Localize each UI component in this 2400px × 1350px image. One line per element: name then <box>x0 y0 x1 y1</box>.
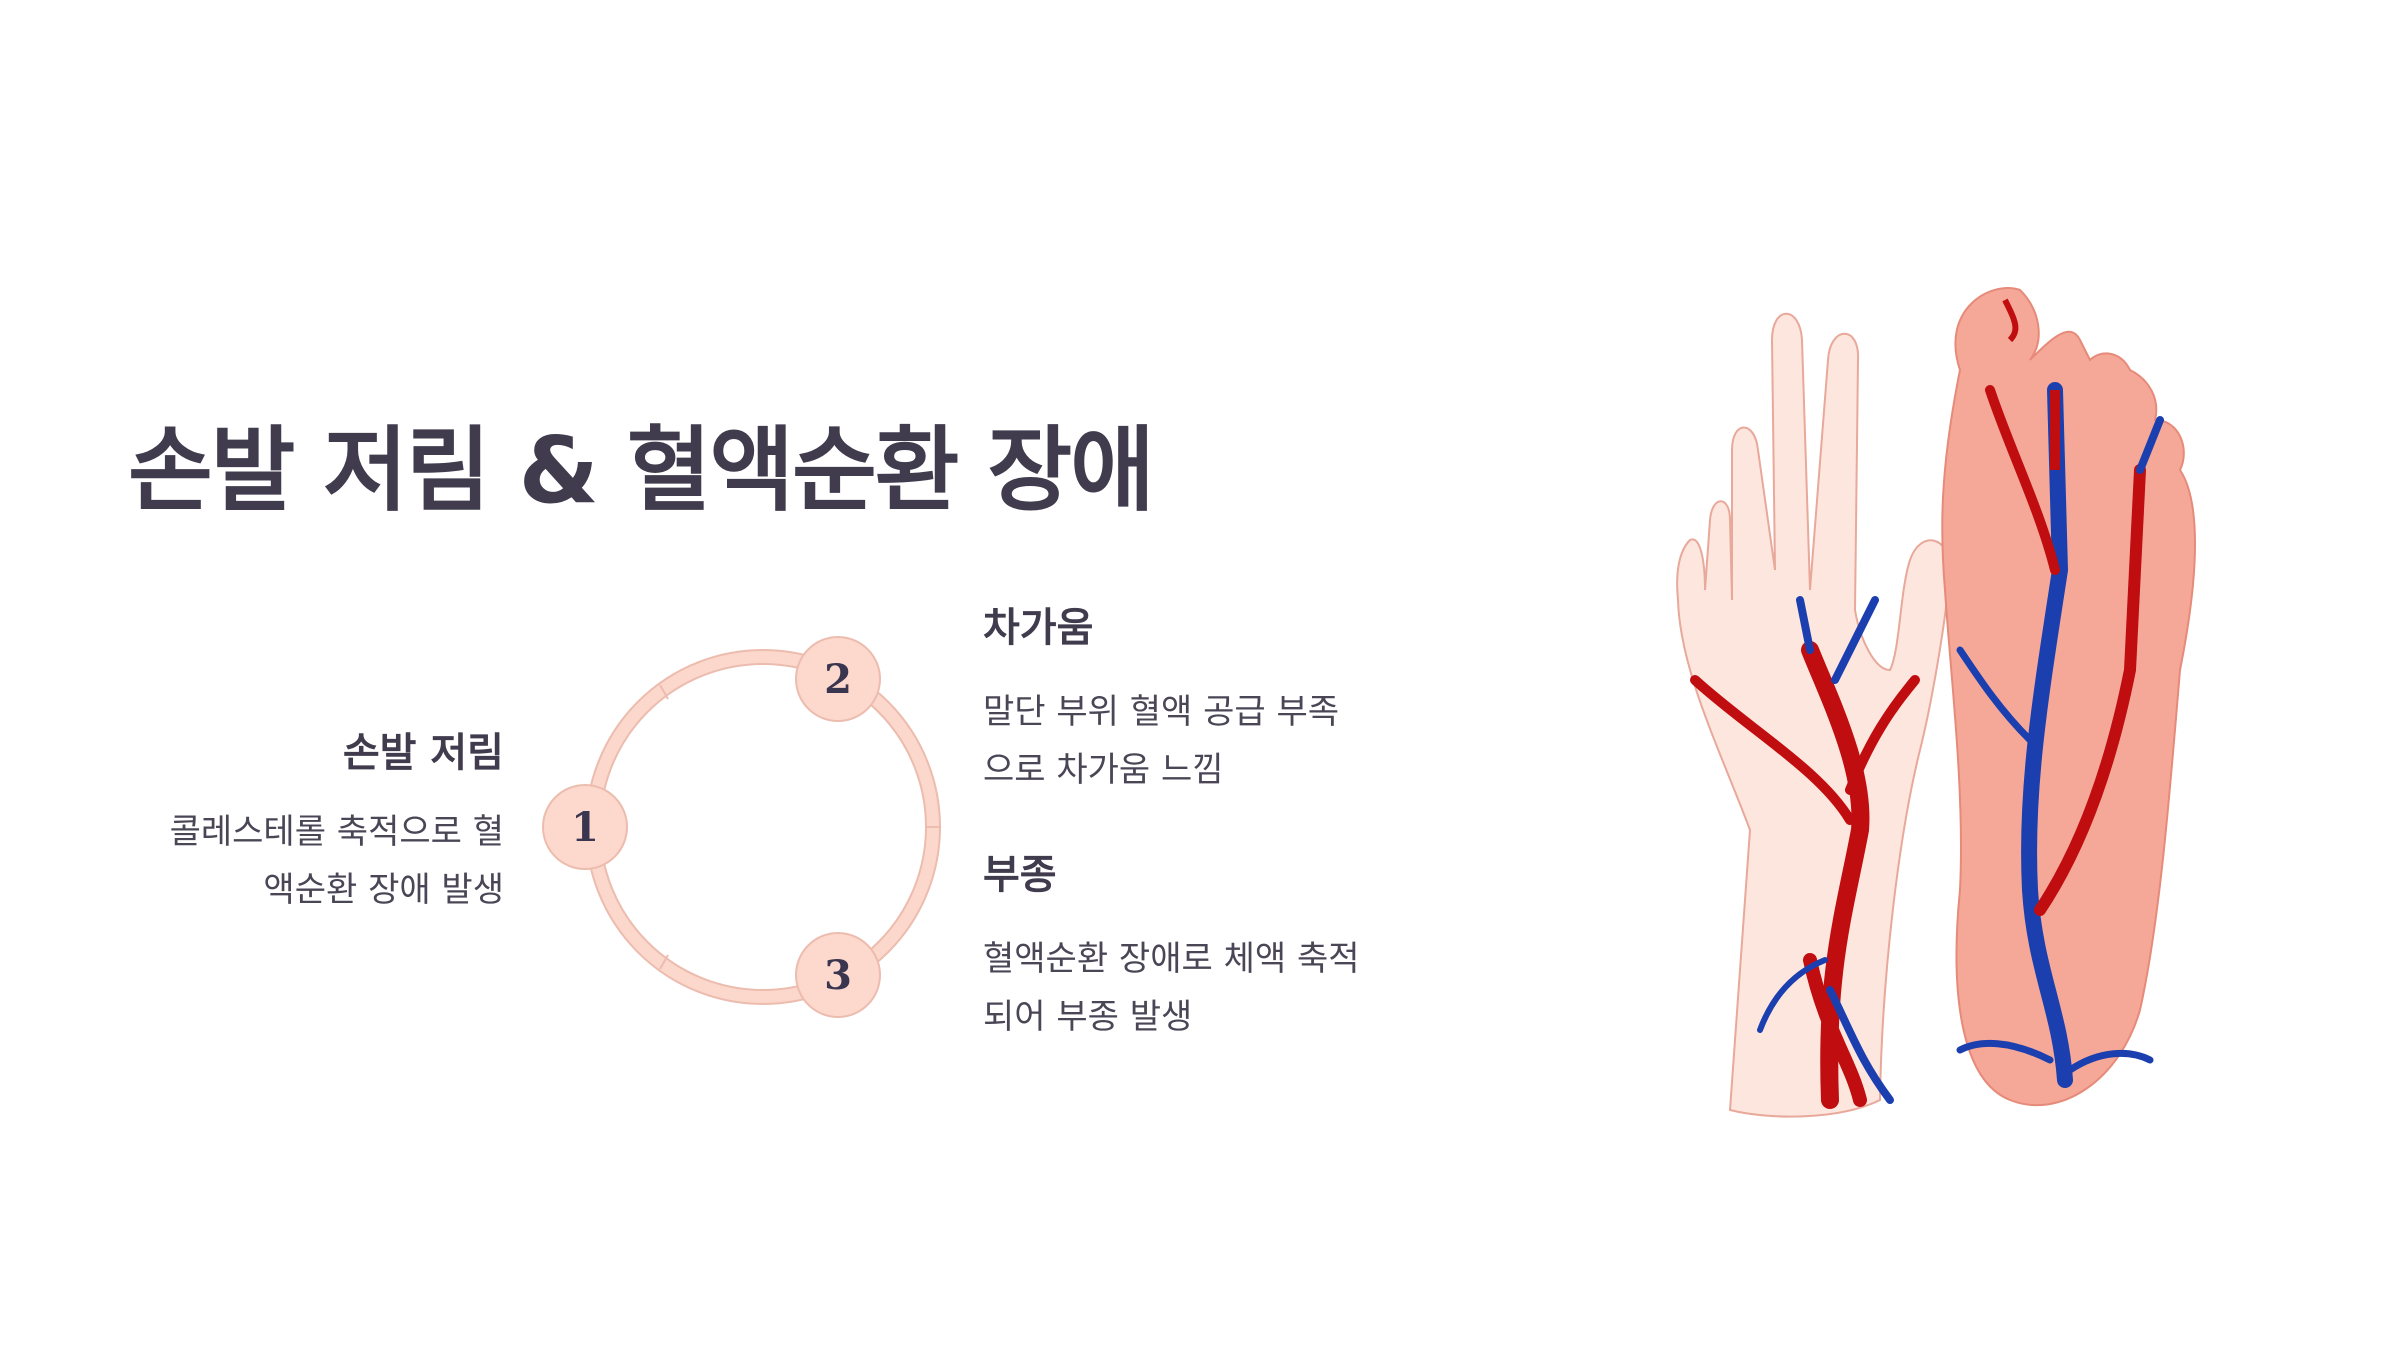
desc-line: 말단 부위 혈액 공급 부족 <box>983 692 1340 732</box>
foot-icon <box>1941 287 2196 1107</box>
step-badge-1: 1 <box>542 784 628 870</box>
step-number: 1 <box>571 803 599 851</box>
item-2-description: 말단 부위 혈액 공급 부족 으로 차가움 느낌 <box>983 683 1339 799</box>
item-3-title: 부종 <box>983 852 1057 898</box>
desc-line: 되어 부종 발생 <box>983 997 1193 1037</box>
page-title: 손발 저림 & 혈액순환 장애 <box>128 417 1155 524</box>
item-1-description: 콜레스테롤 축적으로 혈 액순환 장애 발생 <box>170 803 504 919</box>
hand-foot-circulation-illustration <box>1676 287 2196 1118</box>
item-3-description: 혈액순환 장애로 체액 축적 되어 부종 발생 <box>983 930 1360 1046</box>
step-badge-3: 3 <box>795 932 881 1018</box>
hand-icon <box>1676 312 1952 1118</box>
desc-line: 혈액순환 장애로 체액 축적 <box>983 939 1360 979</box>
step-badge-2: 2 <box>795 636 881 722</box>
item-1-title: 손발 저림 <box>342 730 504 776</box>
desc-line: 콜레스테롤 축적으로 혈 <box>169 812 504 852</box>
step-number: 3 <box>824 951 852 999</box>
step-number: 2 <box>824 655 852 703</box>
desc-line: 액순환 장애 발생 <box>263 870 504 910</box>
item-2-title: 차가움 <box>983 605 1094 651</box>
desc-line: 으로 차가움 느낌 <box>983 750 1224 790</box>
